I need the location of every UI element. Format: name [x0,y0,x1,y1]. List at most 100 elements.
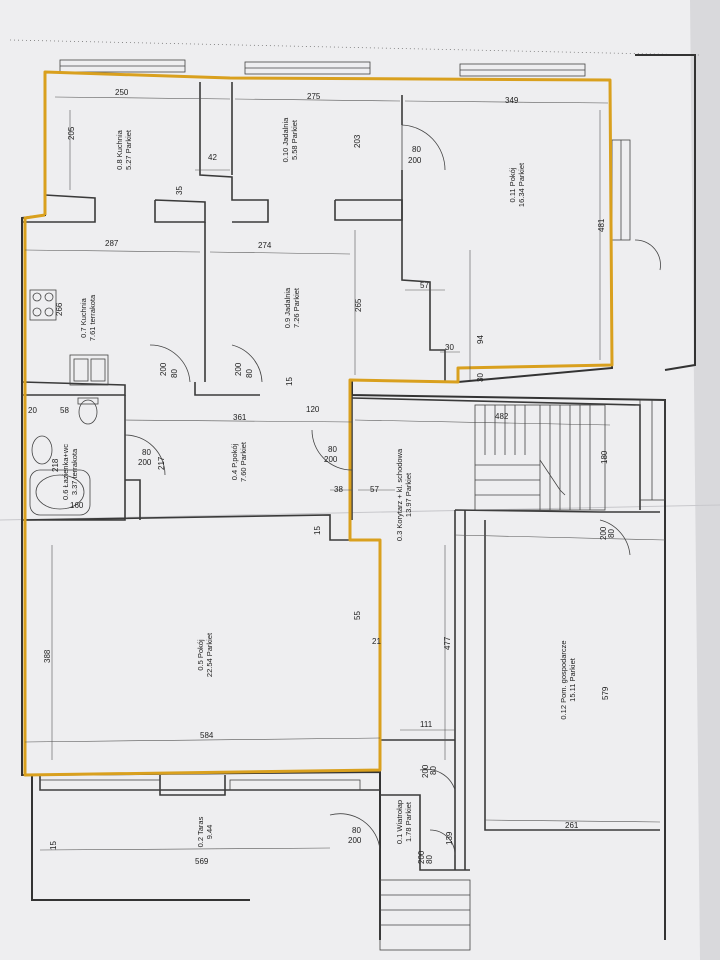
door-width-label: 80 [429,766,438,775]
dim-label: 584 [200,731,214,740]
apartment-boundary [23,70,614,777]
door-swings [124,124,661,856]
dim-label: 160 [70,501,84,510]
room-label-vestibule-01: 0.1 Wiatrołap [395,800,404,844]
room-area-dining-010: 5.58 Parkiet [290,119,299,160]
dim-label: 266 [55,302,64,316]
dim-label: 275 [307,92,321,101]
door-height-label: 200 [421,764,430,778]
door-width-label: 80 [352,826,361,835]
door-width-label: 80 [328,445,337,454]
dim-label: 265 [354,298,363,312]
room-area-utility-012: 15.11 Parkiet [568,657,577,702]
room-label-dining-09: 0.9 Jadalnia [283,287,292,328]
door-height-label: 200 [599,526,608,540]
dim-label: 57 [420,281,429,290]
room-area-dining-09: 7.26 Parkiet [292,287,301,328]
dim-label: 21 [372,637,381,646]
dim-label: 111 [420,720,433,729]
room-area-kitchen-07: 7.61 terrakota [88,294,97,341]
dimension-lines [24,96,666,851]
room-label-corridor-03: 0.3 Korytarz + kl. schodowa [395,448,404,541]
room-area-bathroom-06: 3.37 terrakota [70,448,79,495]
dim-label: 388 [43,649,52,663]
page-fold-line [0,504,720,521]
windows-bottom [39,779,361,791]
dim-label: 15 [49,841,58,850]
door-width-label: 80 [170,369,179,378]
dim-label: 250 [115,88,129,97]
room-label-kitchen-08: 0.8 Kuchnia [115,129,124,169]
room-label-terrace-02: 0.2 Taras [196,816,205,847]
room-label-utility-012: 0.12 Pom. gospodarcze [559,640,568,719]
bathtub [29,469,91,516]
dim-label: 203 [353,134,362,148]
room-label-kitchen-07: 0.7 Kuchnia [79,297,88,337]
dim-label: 217 [157,456,166,470]
dim-label: 30 [445,343,454,352]
room-label-room-011: 0.11 Pokój [508,167,517,202]
staircase [474,404,606,511]
dim-label: 481 [597,218,606,232]
dim-label: 35 [175,186,184,195]
paper-shadow [690,0,720,960]
kitchen-stove [29,289,57,321]
dim-label: 94 [476,335,485,344]
door-width-label: 80 [245,369,254,378]
room-labels: 0.8 Kuchnia 5.27 Parkiet 0.10 Jadalnia 5… [61,117,577,847]
dim-label: 30 [476,373,485,382]
door-width-label: 80 [607,529,616,538]
dim-label: 579 [601,686,610,700]
room-label-room-05: 0.5 Pokój [196,639,205,671]
dim-label: 361 [233,413,247,422]
dim-label: 55 [353,611,362,620]
entrance-steps [379,879,471,951]
room-area-vestibule-01: 1.78 Parkiet [404,801,413,842]
dim-label: 58 [60,406,69,415]
dim-label: 38 [334,485,343,494]
room-label-hall-04: 0.4 P.pokój [230,443,239,480]
kitchen-sink [69,354,109,386]
room-label-bathroom-06: 0.6 Łazienka+wc [61,444,70,500]
dim-label: 180 [600,450,609,464]
dim-label: 569 [195,857,209,866]
door-height-label: 200 [138,458,152,467]
dim-label: 482 [495,412,509,421]
room-label-dining-010: 0.10 Jadalnia [281,117,290,162]
door-labels: 80 200 80 200 80 200 80 200 80 200 80 20… [138,145,616,864]
room-area-kitchen-08: 5.27 Parkiet [124,129,133,170]
dimension-labels: 250 275 349 205 42 35 203 481 287 274 26… [28,88,610,866]
wc-toilet [77,397,99,425]
dim-label: 120 [306,405,320,414]
windows-top [59,59,586,77]
room-area-room-011: 16.34 Parkiet [517,162,526,207]
door-height-label: 200 [417,850,426,864]
dim-label: 57 [370,485,379,494]
room-area-corridor-03: 13.97 Parkiet [404,472,413,517]
dim-label: 42 [208,153,217,162]
dim-label: 15 [313,526,322,535]
door-height-label: 200 [348,836,362,845]
dim-label: 205 [67,126,76,140]
door-width-label: 80 [412,145,421,154]
dim-label: 139 [445,831,454,845]
door-height-label: 200 [408,156,422,165]
door-height-label: 200 [234,362,243,376]
door-height-label: 200 [324,455,338,464]
room-area-room-05: 22.54 Parkiet [205,632,214,677]
dim-label: 274 [258,241,272,250]
dim-label: 218 [51,458,60,472]
dim-label: 477 [443,636,452,650]
dim-label: 15 [285,377,294,386]
door-width-label: 80 [425,855,434,864]
dim-label: 20 [28,406,37,415]
dim-label: 287 [105,239,119,248]
door-width-label: 80 [142,448,151,457]
dim-label: 261 [565,821,579,830]
dim-label: 349 [505,96,519,105]
washbasin [31,435,53,465]
room-area-hall-04: 7.60 Parkiet [239,441,248,482]
door-height-label: 200 [159,362,168,376]
